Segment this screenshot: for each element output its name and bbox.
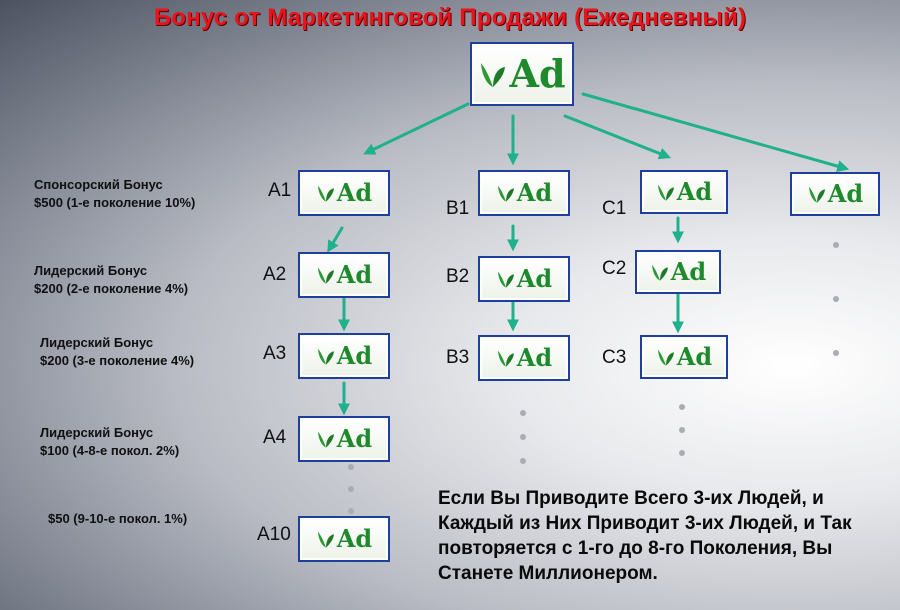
arrow-top-to-a1	[363, 102, 470, 155]
bonus-title: Лидерский Бонус	[34, 263, 148, 278]
node-label-c1: C1	[602, 198, 627, 219]
page-title: Бонус от Маркетинговой Продажи (Ежедневн…	[153, 4, 747, 31]
leaf-icon	[317, 431, 334, 448]
logo-text: Ad	[336, 260, 373, 289]
node-label-c2: C2	[602, 258, 627, 279]
conclusion-text: Если Вы Приводите Всего 3-их Людей, и Ка…	[438, 488, 852, 584]
logo-text: Ad	[516, 178, 553, 207]
continuation-dot	[833, 296, 839, 302]
continuation-dot	[520, 434, 526, 440]
node-label-a10: A10	[257, 524, 291, 545]
node-b2-logo: Ad	[478, 256, 570, 302]
node-a3-logo: Ad	[298, 333, 390, 379]
continuation-dot	[679, 404, 685, 410]
bonus-leader-gen4-8: Лидерский Бонус $100 (4-8-е покол. 2%)	[40, 424, 179, 460]
node-c2-logo: Ad	[635, 250, 721, 294]
node-label-a4: A4	[263, 427, 287, 448]
leaf-icon	[317, 531, 334, 548]
node-a1-logo: Ad	[298, 170, 390, 216]
node-label-a3: A3	[263, 343, 287, 364]
leaf-icon	[497, 271, 514, 288]
bonus-amount: $200 (3-е поколение 4%)	[40, 353, 195, 368]
node-label-b3: B3	[446, 347, 470, 368]
continuation-dot	[348, 464, 354, 470]
node-d1-logo: Ad	[790, 172, 880, 216]
node-label-a1: A1	[268, 180, 292, 201]
leaf-icon	[481, 63, 506, 87]
node-label-b1: B1	[446, 198, 470, 219]
leaf-icon	[497, 185, 514, 202]
continuation-dot	[679, 450, 685, 456]
logo-text: Ad	[336, 178, 373, 207]
node-b1-logo: Ad	[478, 170, 570, 216]
bonus-leader-gen2: Лидерский Бонус $200 (2-е поколение 4%)	[34, 262, 188, 298]
arrow-top-to-c1	[563, 114, 672, 160]
leaf-icon	[651, 264, 668, 281]
logo-text: Ad	[509, 51, 566, 96]
bonus-title: Лидерский Бонус	[40, 335, 154, 350]
continuation-dot	[833, 350, 839, 356]
root-logo: Ad	[470, 42, 574, 106]
leaf-icon	[657, 184, 674, 201]
logo-text: Ad	[336, 424, 373, 453]
bonus-amount: $50 (9-10-е покол. 1%)	[48, 511, 188, 526]
bonus-title: Лидерский Бонус	[40, 425, 154, 440]
bonus-leader-gen3: Лидерский Бонус $200 (3-е поколение 4%)	[40, 334, 194, 370]
leaf-icon	[317, 348, 334, 365]
node-label-c3: C3	[602, 347, 627, 368]
bonus-amount: $500 (1-е поколение 10%)	[34, 195, 196, 210]
node-c3-logo: Ad	[640, 335, 728, 379]
bonus-gen9-10: $50 (9-10-е покол. 1%)	[48, 510, 187, 528]
logo-text: Ad	[676, 177, 713, 206]
leaf-icon	[317, 185, 334, 202]
logo-text: Ad	[516, 343, 553, 372]
continuation-dot	[348, 508, 354, 514]
node-a10-logo: Ad	[298, 516, 390, 562]
continuation-dot	[679, 427, 685, 433]
node-label-b2: B2	[446, 266, 470, 287]
logo-text: Ad	[676, 342, 713, 371]
continuation-dot	[520, 410, 526, 416]
logo-text: Ad	[336, 524, 373, 553]
node-c1-logo: Ad	[640, 170, 728, 214]
node-b3-logo: Ad	[478, 335, 570, 381]
leaf-icon	[497, 350, 514, 367]
continuation-dot	[348, 486, 354, 492]
logo-text: Ad	[336, 341, 373, 370]
bonus-title: Спонсорский Бонус	[34, 177, 163, 192]
node-label-a2: A2	[263, 264, 287, 285]
node-a4-logo: Ad	[298, 416, 390, 462]
logo-text: Ad	[827, 179, 864, 208]
continuation-dot	[833, 242, 839, 248]
arrow-a1-to-a2	[327, 226, 344, 253]
bonus-amount: $200 (2-е поколение 4%)	[34, 281, 189, 296]
continuation-dot	[520, 458, 526, 464]
leaf-icon	[808, 186, 825, 203]
bonus-amount: $100 (4-8-е покол. 2%)	[40, 443, 180, 458]
leaf-icon	[317, 267, 334, 284]
logo-text: Ad	[516, 264, 553, 293]
node-a2-logo: Ad	[298, 252, 390, 298]
bonus-sponsor-gen1: Спонсорский Бонус $500 (1-е поколение 10…	[34, 176, 195, 212]
arrow-top-to-d1	[581, 92, 850, 172]
logo-text: Ad	[670, 257, 707, 286]
leaf-icon	[657, 349, 674, 366]
